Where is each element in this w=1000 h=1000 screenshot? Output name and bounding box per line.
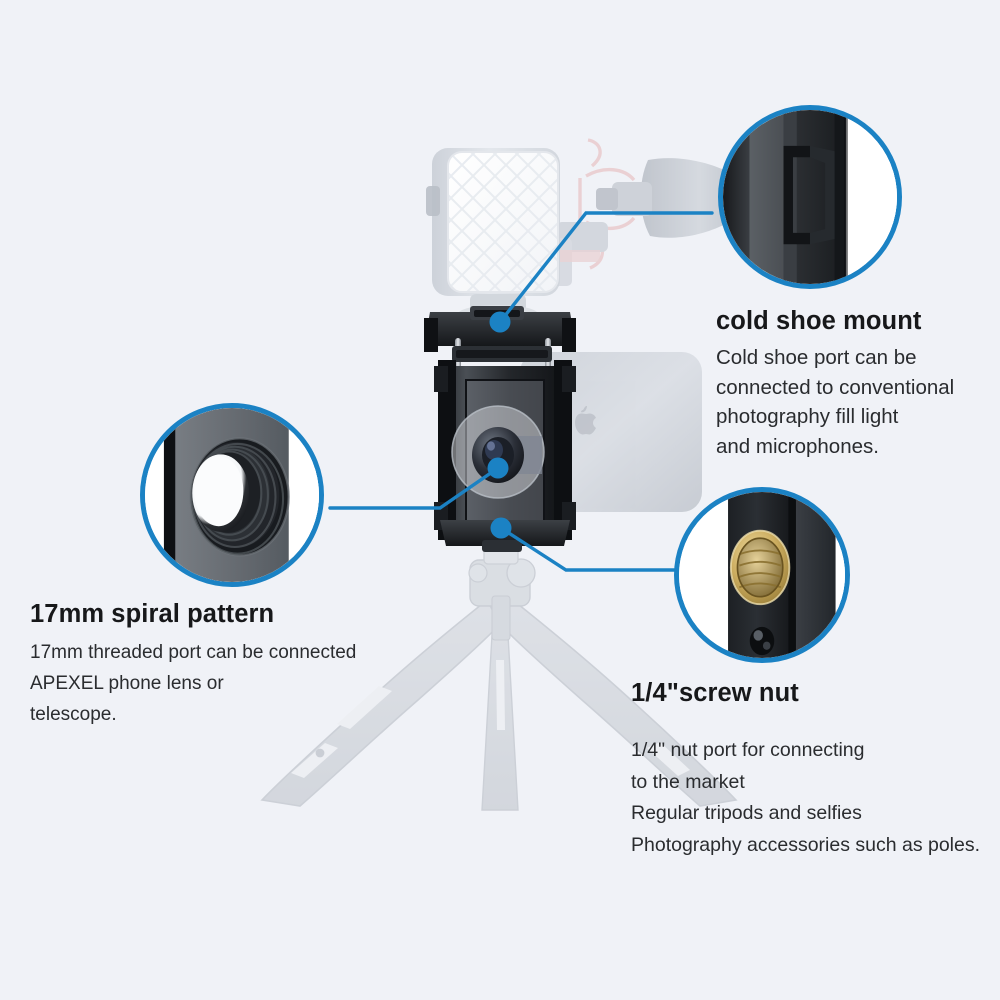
callout-line: photography fill light [716, 405, 899, 428]
connector-screw-nut [499, 526, 678, 572]
cold-shoe-slot-icon [723, 110, 897, 284]
lens-attachment-graphic [451, 405, 545, 499]
callout-line: 17mm threaded port can be connected [30, 642, 357, 663]
callout-line: 1/4" nut port for connecting [631, 739, 865, 761]
connector-cold-shoe [498, 211, 714, 324]
callout-title: 1/4"screw nut [631, 679, 799, 707]
zoom-bubble-spiral-pattern [140, 403, 324, 587]
zoom-bubble-cold-shoe-mount [718, 105, 902, 289]
phone-clamp-graphic [424, 306, 576, 552]
connector-dots [487, 311, 512, 539]
callout-spiral-pattern: 17mm spiral pattern 17mm threaded port c… [30, 598, 356, 730]
callout-line: to the market [631, 770, 745, 793]
led-fill-light-graphic [426, 148, 560, 323]
callout-title: 17mm spiral pattern [30, 600, 275, 628]
callout-line: Cold shoe port can be [716, 346, 917, 369]
callout-body: Cold shoe port can be connected to conve… [716, 343, 954, 461]
connector-spiral [328, 466, 500, 510]
callout-cold-shoe-mount: cold shoe mount Cold shoe port can be co… [716, 305, 954, 461]
marker-screw-nut-dot [490, 517, 512, 539]
callout-body: 1/4" nut port for connecting to the mark… [631, 735, 980, 861]
callout-line: Photography accessories such as poles. [631, 833, 981, 856]
brass-thread-nut-icon [679, 492, 845, 658]
zoom-bubble-screw-nut [674, 487, 850, 663]
threaded-ring-icon [145, 408, 319, 582]
callout-line: APEXEL phone lens or [30, 673, 224, 694]
callout-body: 17mm threaded port can be connected APEX… [30, 637, 356, 730]
callout-screw-nut: 1/4"screw nut 1/4" nut port for connecti… [631, 677, 980, 861]
marker-cold-shoe-dot [489, 311, 511, 333]
callout-line: connected to conventional [716, 375, 955, 399]
callout-title: cold shoe mount [716, 307, 922, 335]
callout-line: telescope. [30, 704, 117, 725]
callout-line: Regular tripods and selfies [631, 802, 862, 824]
marker-spiral-dot [487, 457, 509, 479]
callout-line: and microphones. [716, 434, 879, 458]
